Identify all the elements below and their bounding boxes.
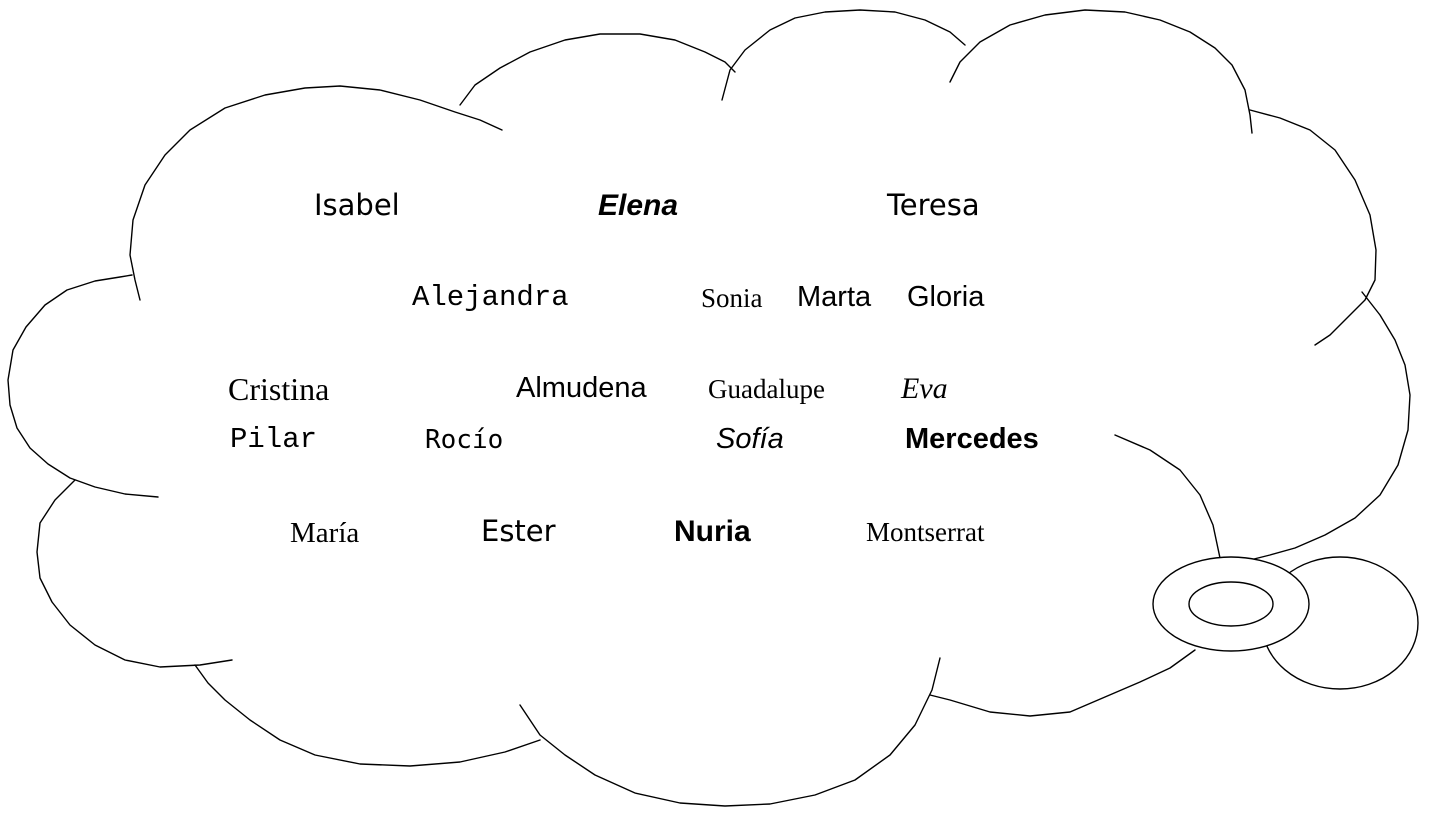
cloud-arc-bottom-left [194, 664, 541, 767]
cloud-arc-bottom-right-lower [929, 649, 1196, 717]
cloud-arc-far-right [1249, 291, 1411, 561]
name-guadalupe: Guadalupe [708, 374, 825, 404]
name-gloria: Gloria [907, 281, 985, 313]
name-alejandra: Alejandra [412, 281, 569, 314]
cloud-arc-bottom-mid [519, 657, 941, 807]
name-montserrat: Montserrat [866, 517, 985, 547]
name-elena: Elena [598, 189, 679, 222]
name-isabel: Isabel [314, 188, 400, 222]
cloud-arc-left [7, 274, 159, 498]
name-sofia: Sofía [716, 423, 784, 455]
cloud-arc-bottom-right [1114, 434, 1221, 559]
cloud-arc-top-right [949, 9, 1253, 134]
name-mercedes: Mercedes [905, 423, 1039, 455]
name-nuria: Nuria [674, 515, 751, 548]
cloud-arc-top-mid-right [721, 9, 966, 101]
name-maria: María [290, 517, 360, 549]
cloud-arc-top-left [129, 85, 503, 301]
name-sonia: Sonia [701, 283, 763, 313]
cloud-arc-top-mid-left [459, 33, 736, 106]
cloud-arc-left-lower [36, 479, 233, 668]
cloud-arc-right [1249, 109, 1377, 346]
name-rocio: Rocío [425, 425, 504, 455]
name-cristina: Cristina [228, 371, 330, 407]
thought-bubble-medium [1152, 556, 1310, 652]
name-ester: Ester [481, 514, 556, 548]
name-teresa: Teresa [887, 188, 980, 222]
thought-bubble-inner [1188, 581, 1274, 627]
name-almudena: Almudena [516, 372, 647, 404]
name-marta: Marta [797, 281, 872, 313]
name-pilar: Pilar [230, 423, 318, 456]
name-eva: Eva [901, 372, 948, 405]
